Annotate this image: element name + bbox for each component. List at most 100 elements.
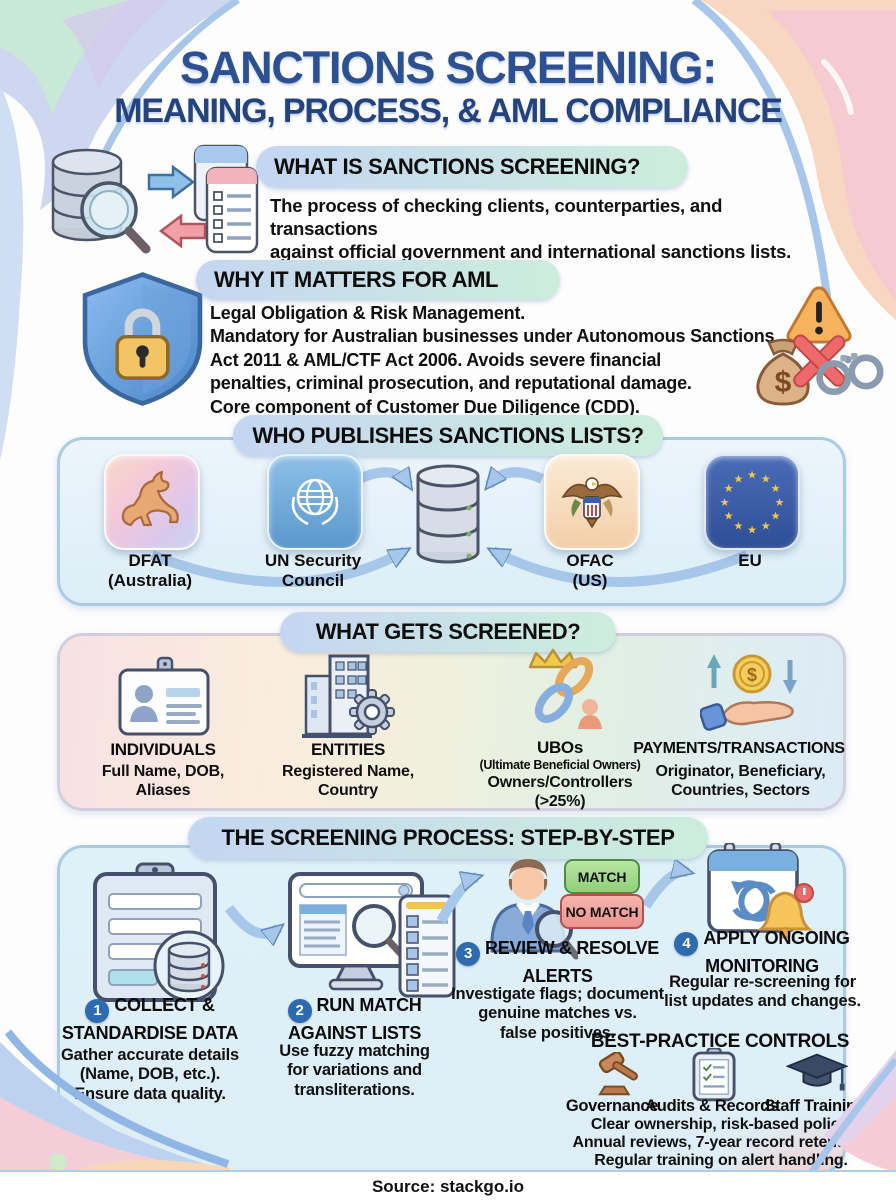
svg-text:$: $ bbox=[747, 665, 757, 685]
individuals-title: INDIVIDUALS bbox=[110, 740, 216, 759]
step4-number: 4 bbox=[674, 932, 699, 957]
us-eagle-icon bbox=[561, 477, 623, 529]
step2-title: RUN MATCH AGAINST LISTS bbox=[287, 995, 422, 1044]
payment-hand-icon: $ bbox=[700, 654, 797, 731]
process-heading: THE SCREENING PROCESS: STEP-BY-STEP bbox=[188, 817, 708, 859]
what-is-body: The process of checking clients, counter… bbox=[270, 195, 792, 263]
entities-desc: Registered Name, Country bbox=[282, 763, 414, 799]
clipboard-data-icon bbox=[93, 862, 225, 1002]
graduation-cap-icon bbox=[786, 1053, 848, 1091]
step3-desc: Investigate flags; document genuine matc… bbox=[451, 985, 664, 1042]
what-is-heading: WHAT IS SANCTIONS SCREENING? bbox=[256, 146, 688, 188]
match-badge-text: MATCH bbox=[577, 868, 627, 885]
why-matters-heading: WHY IT MATTERS FOR AML bbox=[196, 260, 560, 300]
best-practice-heading: BEST-PRACTICE CONTROLS bbox=[590, 1031, 850, 1052]
svg-text:★: ★ bbox=[720, 497, 730, 509]
process-arrow-1 bbox=[225, 904, 301, 952]
why-matters-body: Legal Obligation & Risk Management. Mand… bbox=[210, 303, 775, 417]
entities-title: ENTITIES bbox=[310, 740, 386, 759]
step1-desc: Gather accurate details (Name, DOB, etc.… bbox=[61, 1046, 239, 1103]
un-emblem-icon bbox=[291, 478, 339, 526]
step4-title: APPLY ONGOING MONITORING bbox=[703, 928, 850, 977]
screened-heading-text: WHAT GETS SCREENED? bbox=[315, 619, 581, 644]
ubos-subtitle: (Ultimate Beneficial Owners) bbox=[479, 758, 641, 772]
match-badge: MATCH bbox=[564, 859, 640, 894]
ubos-desc: Owners/Controllers (>25%) bbox=[487, 774, 633, 810]
corner-swirl-bottom-left bbox=[0, 1029, 230, 1172]
screening-monitor-icon bbox=[288, 872, 456, 998]
calendar-monitoring-icon bbox=[707, 843, 814, 939]
source-text: Source: stackgo.io bbox=[371, 1177, 525, 1196]
eu-stars-icon: ★★★ ★★★ ★★★ ★★★ bbox=[720, 470, 785, 537]
eu-label: EU bbox=[738, 551, 762, 570]
building-gear-icon bbox=[302, 654, 395, 738]
ubos-title: UBOs bbox=[536, 738, 584, 757]
svg-text:★: ★ bbox=[761, 473, 771, 485]
database-search-icon bbox=[51, 144, 259, 254]
payments-title: PAYMENTS/TRANSACTIONS bbox=[633, 740, 845, 757]
warning-triangle-icon bbox=[786, 286, 852, 344]
svg-text:★: ★ bbox=[747, 470, 757, 482]
gavel-icon bbox=[598, 1052, 638, 1096]
page-title-line1: SANCTIONS SCREENING: bbox=[179, 42, 717, 93]
svg-text:★: ★ bbox=[733, 520, 743, 532]
step3-title: REVIEW & RESOLVE ALERTS bbox=[485, 938, 659, 987]
step3-number: 3 bbox=[456, 942, 481, 967]
publishers-flow-arrows bbox=[150, 437, 749, 588]
svg-text:★: ★ bbox=[747, 524, 757, 536]
svg-text:★: ★ bbox=[771, 511, 781, 523]
svg-text:★: ★ bbox=[724, 483, 734, 495]
audits-records-label: Audits & Records bbox=[645, 1097, 779, 1115]
corner-swirl-bottom-right bbox=[809, 1050, 896, 1172]
eu-tile: ★★★ ★★★ ★★★ ★★★ bbox=[704, 454, 800, 550]
un-tile bbox=[267, 454, 363, 550]
svg-text:★: ★ bbox=[761, 520, 771, 532]
step4-desc: Regular re-screening for list updates an… bbox=[664, 973, 861, 1011]
screened-heading: WHAT GETS SCREENED? bbox=[280, 612, 616, 652]
dfat-tile bbox=[104, 454, 200, 550]
step1-number: 1 bbox=[85, 999, 110, 1024]
step1-title: COLLECT & STANDARDISE DATA bbox=[61, 995, 239, 1044]
id-card-icon bbox=[118, 656, 210, 736]
ownership-chain-icon bbox=[528, 648, 602, 729]
process-arrow-3 bbox=[642, 860, 708, 909]
step2-desc: Use fuzzy matching for variations and tr… bbox=[279, 1042, 430, 1099]
corner-swirl-top-right bbox=[691, 0, 896, 330]
svg-text:★: ★ bbox=[775, 497, 785, 509]
best-practice-body: Clear ownership, risk-based policy. Annu… bbox=[572, 1116, 870, 1170]
publishers-heading-text: WHO PUBLISHES SANCTIONS LISTS? bbox=[252, 422, 644, 448]
analyst-review-icon bbox=[490, 859, 578, 960]
no-match-badge: NO MATCH bbox=[560, 894, 644, 929]
publishers-heading: WHO PUBLISHES SANCTIONS LISTS? bbox=[233, 415, 663, 456]
svg-text:$: $ bbox=[775, 366, 792, 399]
ofac-label: OFAC (US) bbox=[566, 551, 614, 590]
step2-number: 2 bbox=[287, 999, 312, 1024]
money-bag-icon: $ bbox=[756, 338, 810, 406]
shield-lock-icon bbox=[82, 272, 203, 406]
kangaroo-icon bbox=[121, 470, 179, 527]
page-title-line2: MEANING, PROCESS, & AML COMPLIANCE bbox=[114, 92, 783, 130]
process-heading-text: THE SCREENING PROCESS: STEP-BY-STEP bbox=[221, 825, 675, 850]
process-arrow-2 bbox=[436, 863, 497, 924]
what-is-heading-text: WHAT IS SANCTIONS SCREENING? bbox=[274, 154, 641, 179]
audit-clipboard-icon bbox=[692, 1048, 736, 1102]
governance-label: Governance bbox=[565, 1097, 659, 1115]
individuals-desc: Full Name, DOB, Aliases bbox=[101, 763, 225, 799]
ofac-tile bbox=[544, 454, 640, 550]
payments-desc: Originator, Beneficiary, Countries, Sect… bbox=[655, 763, 826, 799]
red-x-icon bbox=[793, 334, 846, 388]
svg-text:★: ★ bbox=[771, 483, 781, 495]
central-database-icon bbox=[416, 464, 480, 564]
staff-training-label: Staff Training bbox=[764, 1097, 866, 1115]
svg-text:★: ★ bbox=[724, 511, 734, 523]
why-matters-heading-text: WHY IT MATTERS FOR AML bbox=[214, 267, 499, 292]
dfat-label: DFAT (Australia) bbox=[107, 551, 193, 590]
svg-text:★: ★ bbox=[733, 473, 743, 485]
footer-bar: Source: stackgo.io bbox=[0, 1170, 896, 1200]
no-match-badge-text: NO MATCH bbox=[565, 903, 639, 920]
